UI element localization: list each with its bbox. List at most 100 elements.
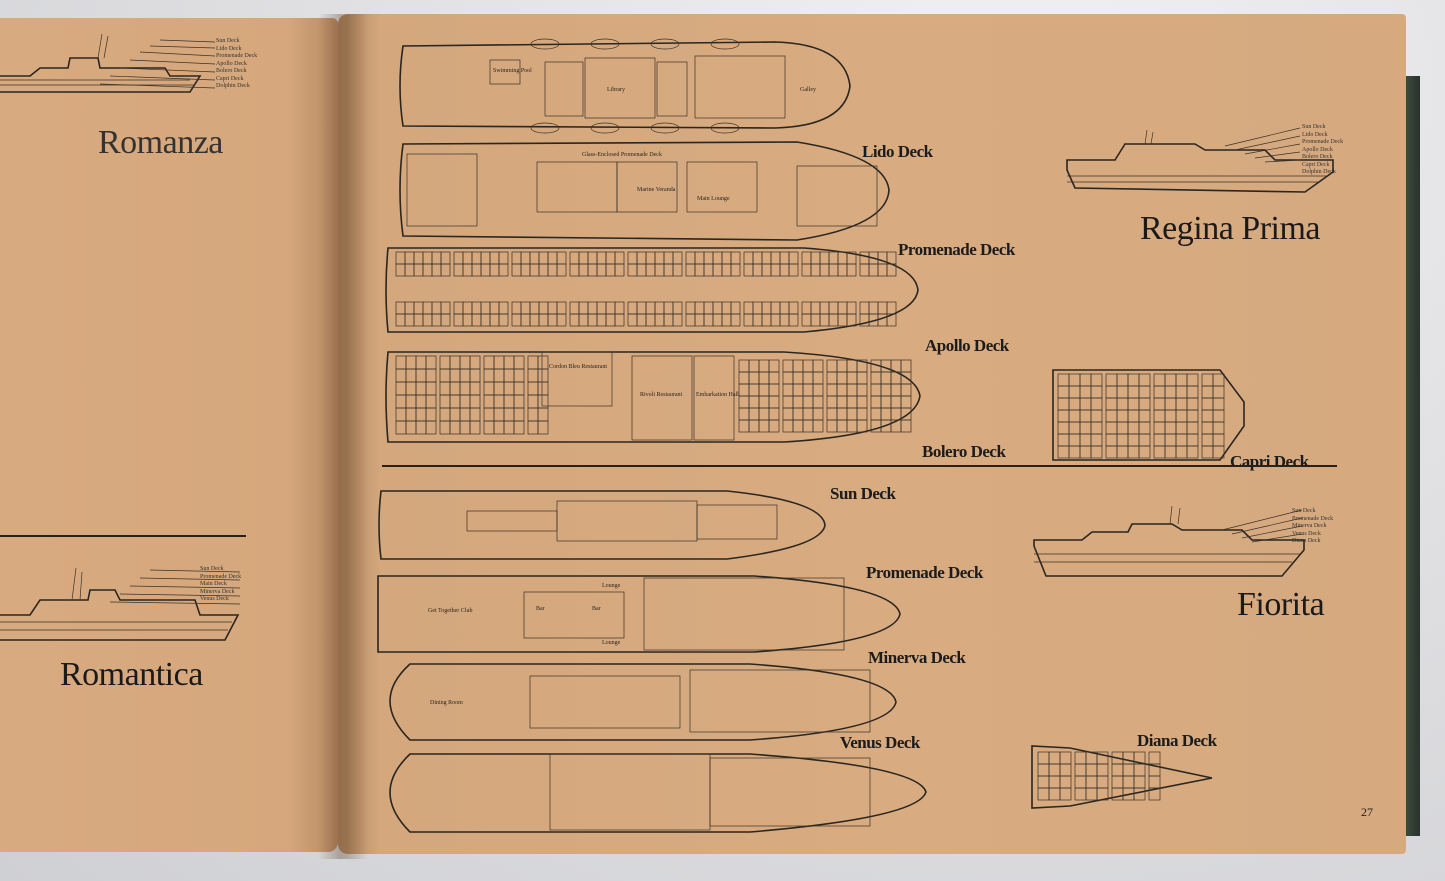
cabin-cell	[405, 368, 417, 383]
cabin-cell	[1105, 421, 1118, 435]
cabin-cell	[527, 368, 539, 383]
minerva-deck-label: Minerva Deck	[868, 648, 966, 667]
cabin-cell	[404, 251, 415, 265]
cabin-cell	[493, 355, 505, 370]
cabin-cell	[810, 301, 821, 315]
cabin-cell	[1068, 445, 1081, 459]
cabin-cell	[1085, 787, 1098, 801]
cabin-cell	[779, 301, 790, 315]
cabin-cell	[425, 355, 437, 370]
cabin-cell	[1164, 385, 1177, 399]
bar-label-left: Bar	[536, 606, 545, 612]
cabin-cell	[672, 301, 683, 315]
cabin-cell	[527, 381, 539, 396]
cabin-cell	[1153, 421, 1166, 435]
cabin-cell	[1175, 433, 1188, 447]
cabin-cell	[819, 251, 830, 265]
cabin-cell	[768, 371, 780, 385]
cabin-cell	[819, 263, 830, 277]
cabin-cell	[1090, 397, 1103, 411]
lounge-label-bottom: Lounge	[602, 640, 621, 646]
cabin-cell	[1133, 763, 1146, 777]
cabin-cell	[439, 368, 451, 383]
cabin-cell	[1074, 763, 1087, 777]
cabin-cell	[1133, 775, 1146, 789]
cabin-cell	[1175, 421, 1188, 435]
cabin-cell	[886, 313, 897, 327]
cabin-cell	[395, 394, 407, 409]
cabin-cell	[425, 368, 437, 383]
cabin-cell	[513, 407, 525, 422]
cabin-cell	[1048, 775, 1061, 789]
cabin-cell	[761, 301, 772, 315]
main-lounge-label: Main Lounge	[697, 196, 730, 202]
cabin-cell	[846, 395, 858, 409]
cover-edge	[1406, 76, 1420, 836]
cabin-cell	[1138, 385, 1151, 399]
cabin-cell	[1138, 373, 1151, 387]
cabin-cell	[1175, 409, 1188, 423]
cabin-cell	[587, 313, 598, 327]
cabin-cell	[782, 407, 794, 421]
cabin-cell	[459, 420, 471, 435]
cabin-cell	[703, 263, 714, 277]
cabin-cell	[415, 407, 427, 422]
cabin-cell	[812, 419, 824, 433]
cabin-cell	[846, 383, 858, 397]
cabin-cell	[768, 407, 780, 421]
cabin-cell	[1079, 373, 1092, 387]
cabin-cell	[663, 313, 674, 327]
cabin-cell	[826, 407, 838, 421]
cabin-cell	[1116, 373, 1129, 387]
cabin-cell	[761, 251, 772, 265]
cabin-cell	[1153, 397, 1166, 411]
cabin-cell	[1059, 775, 1072, 789]
cabin-cell	[859, 301, 870, 315]
cabin-cell	[748, 419, 760, 433]
cabin-cell	[645, 313, 656, 327]
cabin-cell	[810, 263, 821, 277]
cabin-cell	[1059, 787, 1072, 801]
cabin-cell	[703, 251, 714, 265]
cabin-cell	[498, 313, 509, 327]
get-together-club-label: Get Together Club	[428, 608, 472, 614]
cabin-cell	[1201, 373, 1214, 387]
cabin-cell	[469, 355, 481, 370]
cabin-cell	[498, 263, 509, 277]
cabin-cell	[1048, 787, 1061, 801]
cabin-cell	[1186, 373, 1199, 387]
cabin-cell	[826, 359, 838, 373]
cabin-cell	[792, 383, 804, 397]
cabin-cell	[1122, 751, 1135, 765]
cabin-cell	[627, 313, 638, 327]
cabin-cell	[1059, 763, 1072, 777]
cabin-cell	[431, 251, 442, 265]
cabin-cell	[859, 263, 870, 277]
cabin-cell	[663, 263, 674, 277]
cabin-cell	[1186, 445, 1199, 459]
cabin-cell	[748, 371, 760, 385]
cabin-cell	[1127, 385, 1140, 399]
cabin-cell	[721, 251, 732, 265]
cabin-cell	[439, 355, 451, 370]
cabin-cell	[547, 251, 558, 265]
cabin-cell	[1079, 445, 1092, 459]
cabin-cell	[578, 313, 589, 327]
cabin-cell	[422, 263, 433, 277]
cabin-cell	[1057, 409, 1070, 423]
cabin-cell	[870, 383, 882, 397]
cabin-cell	[513, 381, 525, 396]
cabin-cell	[788, 263, 799, 277]
cabin-cell	[395, 407, 407, 422]
cabin-cell	[748, 359, 760, 373]
cabin-cell	[1153, 385, 1166, 399]
cabin-cell	[856, 383, 868, 397]
lido-deck-plan: Library Galley Swimming Pool	[399, 38, 851, 134]
cabin-cell	[1059, 751, 1072, 765]
cabin-cell	[1186, 409, 1199, 423]
cabin-cell	[1111, 775, 1124, 789]
cabin-cell	[1201, 385, 1214, 399]
cabin-cell	[792, 371, 804, 385]
cabin-cell	[1090, 445, 1103, 459]
